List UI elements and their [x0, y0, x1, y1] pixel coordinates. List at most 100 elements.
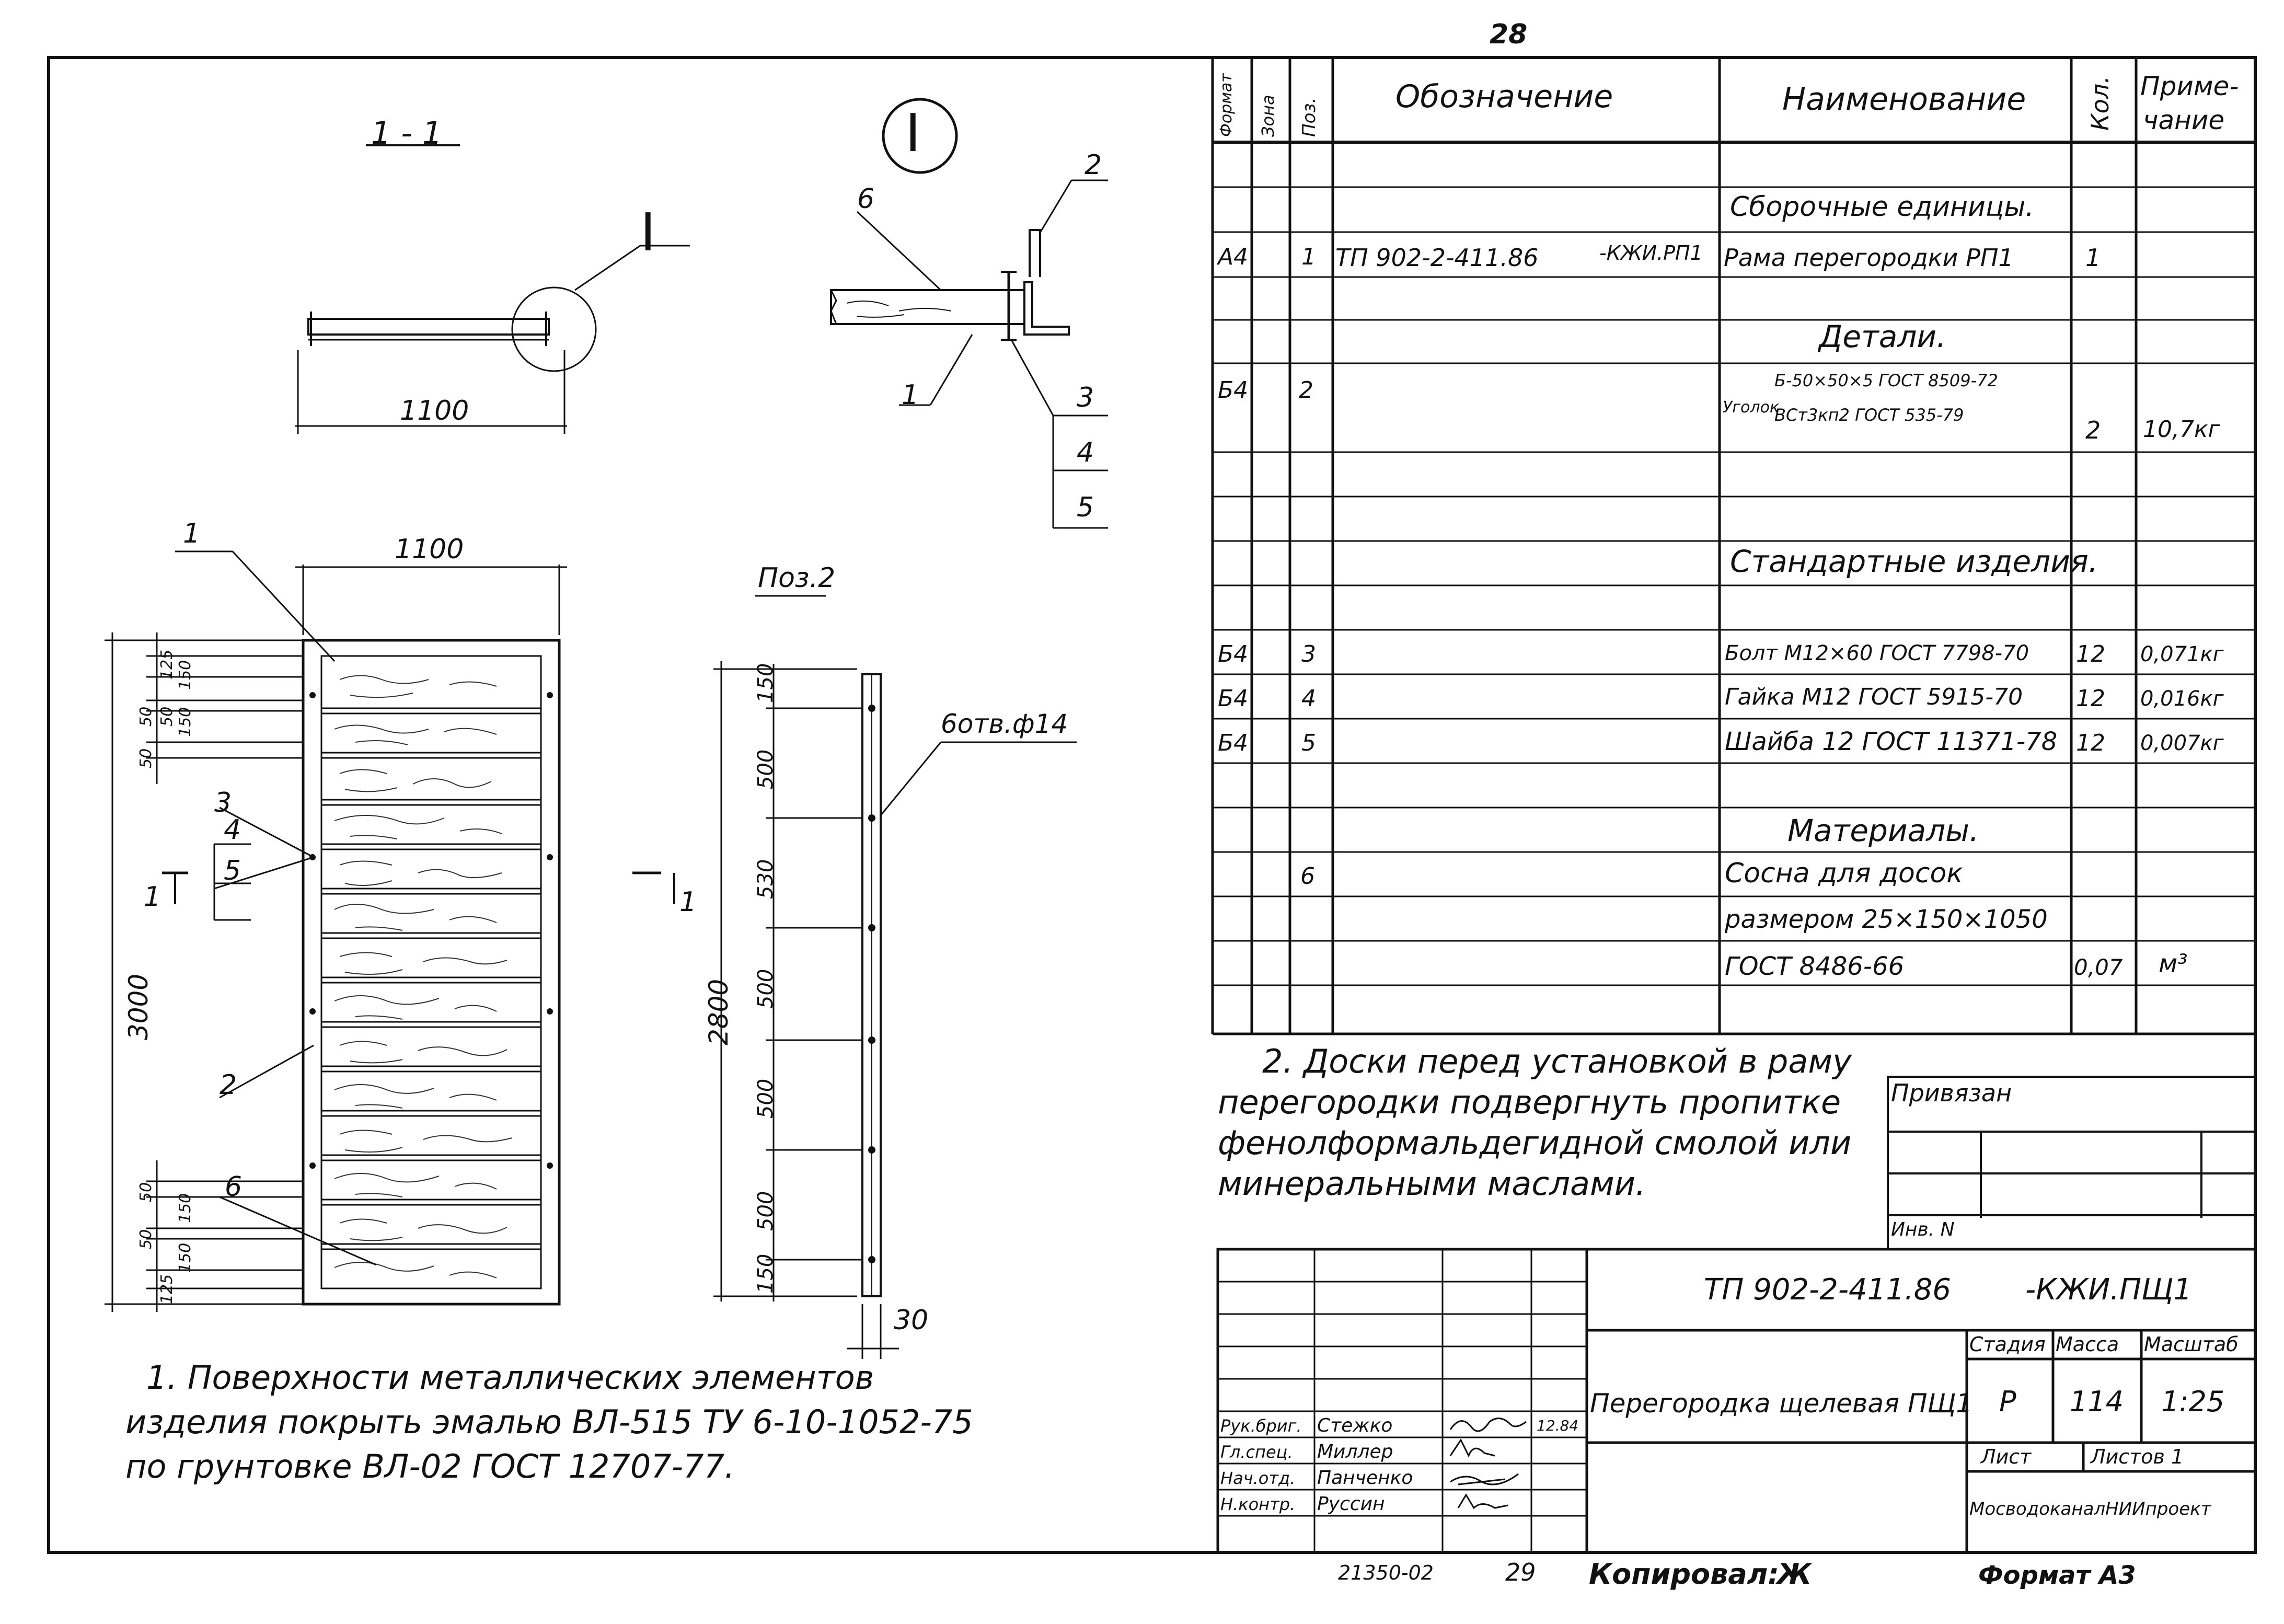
doc-name: Перегородка щелевая ПЩ1	[1590, 1388, 1973, 1419]
frame-top-dim-1: 125	[158, 649, 176, 679]
binding-title: Привязан	[1891, 1079, 2012, 1107]
detail-I	[830, 98, 1108, 529]
frame-leader-1: 1	[183, 518, 201, 549]
note2-line2: перегородки подвергнуть пропитке	[1218, 1083, 1841, 1121]
page-number: 28	[1490, 19, 1528, 50]
row5-pos: 5	[1301, 730, 1316, 756]
doc-suffix: -КЖИ.ПЩ1	[2025, 1273, 2192, 1307]
row2-name-bottom: ВСт3кп2 ГОСТ 535-79	[1774, 405, 1964, 425]
frame-bot-dim-3: 50	[137, 1229, 155, 1249]
row2-name-top: Б-50×50×5 ГОСТ 8509-72	[1774, 371, 1998, 390]
header-note-2: чание	[2143, 105, 2225, 135]
row3-name: Болт М12×60 ГОСТ 7798-70	[1725, 641, 2029, 665]
section-details: Детали.	[1819, 319, 1946, 354]
signer-date-1: 12.84	[1537, 1417, 1579, 1434]
header-note-1: Приме-	[2140, 71, 2239, 101]
sheet-frame	[47, 56, 2257, 1554]
pos2-label: Поз.2	[758, 562, 836, 594]
row5-note: 0,007кг	[2140, 731, 2224, 755]
row1-pos: 1	[1301, 244, 1316, 270]
organization: МосводоканалНИИпроект	[1969, 1499, 2211, 1519]
detail-leader-2: 2	[1085, 149, 1102, 181]
signer-name-1: Стежко	[1317, 1415, 1393, 1436]
row5-format: Б4	[1218, 730, 1249, 756]
row3-note: 0,071кг	[2140, 642, 2224, 666]
pos2-angle	[713, 595, 1077, 1359]
scale-value: 1:25	[2161, 1385, 2225, 1418]
angle-width-dim: 30	[894, 1305, 929, 1336]
row2-format: Б4	[1218, 377, 1249, 404]
frame-bot-dim-5: 125	[158, 1274, 176, 1304]
pos2-holes	[868, 705, 875, 1263]
frame-top-dim-5: 150	[176, 707, 194, 737]
footer-number: 21350-02	[1338, 1561, 1434, 1584]
row4-qty: 12	[2076, 685, 2105, 712]
row1-designation: ТП 902-2-411.86	[1335, 244, 1539, 272]
angle-seg-1: 150	[754, 663, 778, 703]
header-format: Формат	[1217, 73, 1236, 137]
frame-leader-4: 4	[224, 814, 241, 846]
angle-seg-5: 500	[754, 1078, 778, 1119]
frame-leader-2: 2	[220, 1069, 237, 1101]
footer-page: 29	[1505, 1558, 1536, 1586]
row4-format: Б4	[1218, 685, 1249, 712]
section-materials: Материалы.	[1787, 813, 1979, 848]
mass-label: Масса	[2056, 1333, 2119, 1356]
note2-line1: 2. Доски перед установкой в раму	[1262, 1042, 1852, 1080]
detail-leader-6: 6	[857, 183, 875, 215]
section-cut-right: 1	[679, 886, 697, 918]
section-width-dim: 1100	[400, 395, 469, 427]
copied-label: Копировал:	[1589, 1558, 1779, 1591]
title-block-sign-grid	[1218, 1249, 1587, 1552]
row6-note: м³	[2159, 949, 2188, 978]
detail-leader-5: 5	[1077, 492, 1094, 523]
row4-pos: 4	[1301, 685, 1316, 712]
signer-role-3: Нач.отд.	[1220, 1468, 1296, 1488]
signer-role-2: Гл.спец.	[1220, 1442, 1293, 1462]
row1-qty: 1	[2085, 244, 2101, 272]
doc-code: ТП 902-2-411.86	[1704, 1273, 1951, 1307]
frame-top-dim-3: 50	[137, 706, 155, 727]
header-zone: Зона	[1258, 95, 1278, 137]
header-name: Наименование	[1782, 81, 2026, 118]
format-label: Формат А3	[1978, 1561, 2136, 1590]
signer-name-2: Миллер	[1317, 1441, 1393, 1462]
note2-line4: минеральными маслами.	[1218, 1165, 1646, 1203]
frame-bot-dim-1: 50	[137, 1182, 155, 1202]
note1-line2: изделия покрыть эмалью ВЛ-515 ТУ 6-10-10…	[125, 1403, 973, 1441]
row3-pos: 3	[1301, 641, 1316, 667]
spec-row-lines	[1213, 186, 2255, 986]
frame-leader-6: 6	[225, 1171, 243, 1203]
title-block-grid	[1216, 1248, 2257, 1554]
frame-bolts	[309, 692, 553, 1169]
angle-seg-7: 150	[754, 1253, 778, 1294]
holes-note: 6отв.ф14	[941, 709, 1068, 739]
row4-note: 0,016кг	[2140, 687, 2224, 711]
frame-height-dim: 3000	[123, 973, 154, 1040]
board-lines	[321, 707, 541, 1250]
scale-label: Масштаб	[2144, 1333, 2239, 1356]
frame-elevation	[302, 639, 561, 1306]
signer-role-1: Рук.бриг.	[1220, 1416, 1302, 1436]
angle-length-dim: 2800	[703, 978, 734, 1045]
header-qty: Кол.	[2086, 76, 2114, 131]
frame-top-dim-2: 150	[176, 660, 194, 690]
row3-qty: 12	[2076, 641, 2105, 667]
row5-qty: 12	[2076, 730, 2105, 756]
section-detail-mark: I	[640, 202, 656, 263]
signer-name-3: Панченко	[1317, 1467, 1413, 1489]
frame-width-dim: 1100	[395, 534, 464, 565]
wood-grain	[334, 675, 513, 1279]
note1-line3: по грунтовке ВЛ-02 ГОСТ 12707-77.	[125, 1447, 735, 1485]
detail-leader-1: 1	[902, 379, 919, 411]
section-label: 1 - 1	[371, 115, 443, 152]
angle-seg-6: 500	[754, 1191, 778, 1231]
row4-name: Гайка М12 ГОСТ 5915-70	[1725, 684, 2023, 710]
frame-leader-5: 5	[224, 855, 241, 886]
row6-pos: 6	[1300, 863, 1315, 890]
section-cut-left: 1	[144, 881, 162, 913]
row6-qty: 0,07	[2074, 954, 2123, 980]
section-assembly: Сборочные единицы.	[1730, 191, 2034, 223]
